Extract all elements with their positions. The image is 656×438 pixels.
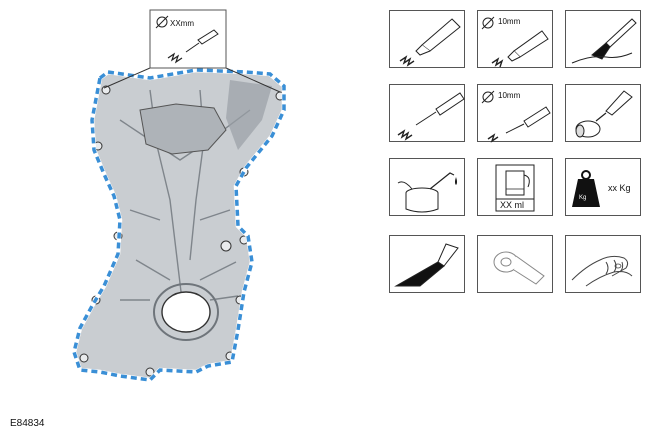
legend-tube-10mm: 10mm <box>477 10 553 68</box>
legend-cartridge-10mm: 10mm <box>477 84 553 143</box>
jug-volume-label: XX ml <box>500 200 525 210</box>
sealant-cartridge-icon <box>397 92 465 141</box>
tape-roll-icon <box>493 251 545 285</box>
legend-tube-small-bead <box>389 10 465 68</box>
callout-leader-left <box>103 67 151 89</box>
oil-can-icon <box>397 172 457 213</box>
legend-oil-can <box>389 158 465 216</box>
figure-id: E84834 <box>10 418 45 429</box>
cover-shading <box>226 80 272 150</box>
callout-bead-label: XXmm <box>170 19 194 28</box>
scraper-icon <box>394 243 459 287</box>
sealant-bead <box>72 68 286 382</box>
cover-ribs <box>119 89 251 301</box>
bead-size-callout: XXmm <box>103 9 281 93</box>
timing-cover-casting <box>71 67 287 383</box>
legend-brush <box>565 10 641 68</box>
sealant-tube-icon <box>399 18 461 67</box>
sealant-tube-bead-icon <box>481 16 549 68</box>
legend-hand-cleaning <box>565 235 641 293</box>
callout-leader-right <box>225 67 281 93</box>
legend-label: 10mm <box>498 91 521 100</box>
roller-icon <box>575 90 633 138</box>
diameter-icon <box>155 15 169 29</box>
sealant-cartridge-bead-icon <box>481 90 551 143</box>
brush-icon <box>571 18 637 64</box>
legend-measuring-jug: XX ml <box>477 158 553 216</box>
weight-label: xx Kg <box>608 183 631 193</box>
crankshaft-seal-opening <box>161 291 211 333</box>
legend-tape-roll <box>477 235 553 293</box>
legend-roller <box>565 84 641 142</box>
crankshaft-seal-boss <box>153 283 219 341</box>
legend-weight: Kg xx Kg <box>565 158 641 216</box>
callout-box <box>149 9 227 69</box>
sealant-cartridge-icon <box>167 29 219 64</box>
cover-recess <box>139 103 227 155</box>
weight-glyph: Kg <box>579 195 586 201</box>
weight-icon: Kg <box>572 170 600 207</box>
measuring-jug-icon <box>495 164 535 212</box>
legend-cartridge-bead <box>389 84 465 142</box>
legend-label: 10mm <box>498 17 521 26</box>
hands-icon <box>571 255 633 287</box>
legend-scraper <box>389 235 465 293</box>
